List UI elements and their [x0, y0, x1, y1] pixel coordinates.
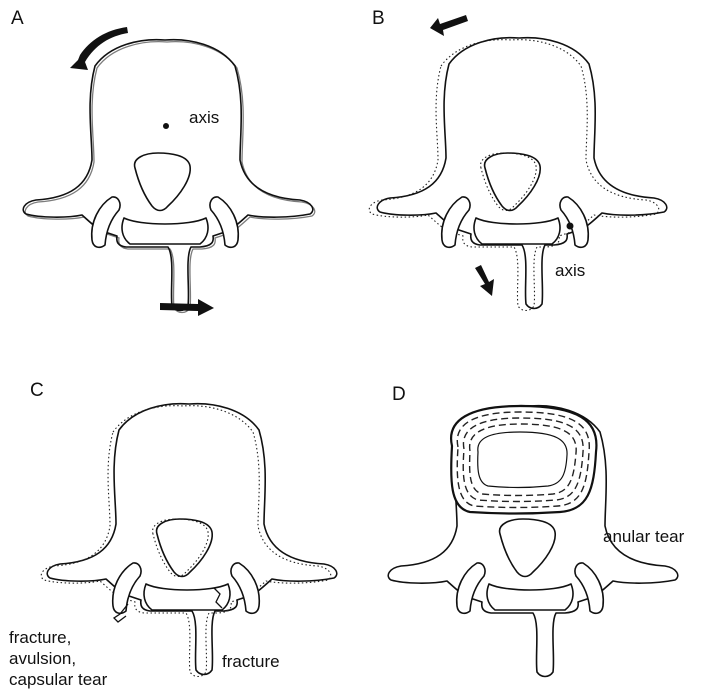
panel-label-d: D — [392, 385, 406, 404]
fracture-label: fracture, — [9, 627, 107, 648]
panel-b-vertebra — [369, 38, 667, 311]
axis-dot-icon — [567, 223, 574, 230]
panel-label-a: A — [11, 9, 24, 28]
anular-tear-label: anular tear — [603, 528, 684, 545]
axis-label-a: axis — [189, 109, 219, 126]
straight-arrow-icon — [430, 15, 468, 36]
panel-label-b: B — [372, 9, 385, 28]
injury-label-left: fracture, avulsion, capsular tear — [9, 627, 107, 690]
axis-label-b: axis — [555, 262, 585, 279]
straight-arrow-icon — [475, 265, 494, 296]
avulsion-label: avulsion, — [9, 648, 107, 669]
panel-label-c: C — [30, 381, 44, 400]
capsular-tear-label: capsular tear — [9, 669, 107, 690]
panel-a-vertebra — [23, 40, 315, 313]
fracture-label-right: fracture — [222, 653, 280, 670]
intervertebral-disc — [451, 406, 596, 514]
axis-dot-icon — [163, 123, 169, 129]
